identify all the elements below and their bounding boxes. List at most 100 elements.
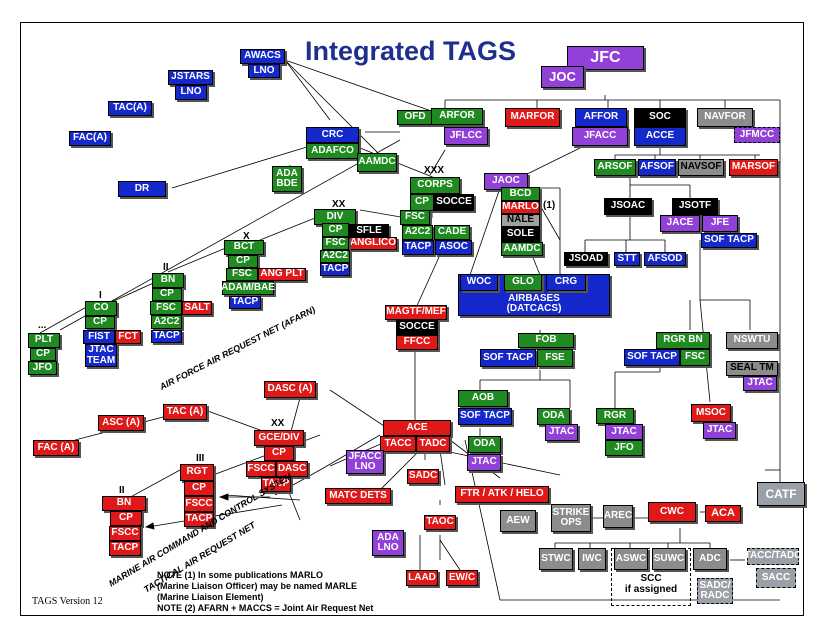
node-glo: GLO bbox=[504, 274, 542, 291]
note-line: (Marine Liaison Element) bbox=[157, 592, 264, 602]
node-dasca: DASC (A) bbox=[264, 381, 316, 398]
node-aswc: ASWC bbox=[614, 548, 648, 570]
node-jfacc: JFACC bbox=[572, 127, 628, 146]
node-anglico: ANGLICO bbox=[349, 237, 397, 250]
node-arsof: ARSOF bbox=[594, 159, 636, 176]
node-marfor: MARFOR bbox=[505, 108, 560, 127]
node-jsoad: JSOAD bbox=[564, 252, 608, 266]
node-afsod: AFSOD bbox=[644, 252, 686, 266]
node-adam-bae: ADAM/BAE bbox=[221, 281, 275, 295]
node-nale: NALE bbox=[501, 214, 540, 227]
node-ace: ACE bbox=[383, 420, 451, 436]
node-gcediv: GCE/DIV bbox=[254, 430, 304, 446]
node-msoc: MSOC bbox=[691, 404, 731, 422]
node-sfle: SFLE bbox=[349, 224, 389, 238]
node-aob: AOB bbox=[458, 390, 508, 407]
node-magtf: MAGTF/MEF bbox=[385, 305, 447, 320]
node-plt-cp: CP bbox=[30, 348, 56, 361]
node-mbn-cp: CP bbox=[110, 511, 142, 526]
node-crc: CRC bbox=[306, 127, 359, 143]
node-adafco: ADAFCO bbox=[306, 143, 359, 159]
scc-label: SCC if assigned bbox=[624, 573, 678, 595]
node-aob-softacp: SOF TACP bbox=[458, 408, 512, 425]
node-tacc: TACC bbox=[380, 436, 416, 452]
node-ada-bde: ADA BDE bbox=[272, 166, 302, 192]
node-tadc: TADC bbox=[416, 436, 450, 452]
node-dr: DR bbox=[118, 181, 166, 197]
node-gce-fscc: FSCC bbox=[246, 461, 276, 477]
node-jfo: JFO bbox=[28, 361, 57, 375]
node-oda-l-jtac: JTAC bbox=[467, 454, 501, 471]
node-navfor: NAVFOR bbox=[697, 108, 753, 127]
node-taca2: TAC (A) bbox=[163, 404, 207, 420]
node-jfacc-lno: JFACC LNO bbox=[346, 450, 384, 474]
node-affor: AFFOR bbox=[575, 108, 627, 127]
node-faca2: FAC (A) bbox=[33, 440, 79, 456]
node-bct-tacp: TACP bbox=[229, 296, 261, 309]
node-mbn-tacp: TACP bbox=[109, 541, 141, 556]
node-sadc-radc: SADC/ RADC bbox=[697, 578, 733, 604]
node-jsotf-softacp: SOF TACP bbox=[701, 233, 757, 248]
node-oda-l: ODA bbox=[468, 436, 501, 453]
node-msoc-jtac: JTAC bbox=[703, 422, 736, 439]
echelon-ii-army: II bbox=[163, 262, 169, 273]
node-rgr: RGR bbox=[596, 408, 634, 424]
node-stwc: STWC bbox=[539, 548, 573, 570]
node-bcd: BCD bbox=[501, 187, 540, 201]
node-fse: FSE bbox=[537, 349, 573, 367]
node-adc: ADC bbox=[693, 548, 727, 570]
node-co: CO bbox=[85, 301, 117, 316]
node-fob-softacp: SOF TACP bbox=[480, 349, 536, 367]
node-corps-socce: SOCCE bbox=[434, 194, 474, 211]
node-taoc: TAOC bbox=[424, 515, 456, 530]
node-sacc: SACC bbox=[756, 568, 796, 588]
node-corps-cp: CP bbox=[410, 194, 434, 211]
node-rgr-softacp: SOF TACP bbox=[624, 349, 680, 366]
node-rgt-tacp: TACP bbox=[184, 512, 214, 527]
node-strike-ops: STRIKE OPS bbox=[551, 504, 591, 532]
node-div-tacp: TACP bbox=[320, 263, 350, 276]
node-rgt-fscc: FSCC bbox=[184, 496, 214, 512]
echelon-xx-army: XX bbox=[332, 199, 346, 210]
node-div-fsc: FSC bbox=[322, 237, 349, 250]
node-iwc: IWC bbox=[578, 548, 606, 570]
node-ftr: FTR / ATK / HELO bbox=[455, 486, 549, 503]
node-cwc: CWC bbox=[648, 502, 696, 522]
echelon-dots: ... bbox=[38, 320, 47, 331]
node-ffcc: FFCC bbox=[396, 335, 438, 350]
node-laad: LAAD bbox=[406, 570, 438, 586]
node-sole: SOLE bbox=[501, 227, 540, 242]
node-awacs-lno: LNO bbox=[248, 64, 280, 78]
node-corps-tacp: TACP bbox=[402, 240, 434, 255]
node-aamdc: AAMDC bbox=[357, 153, 397, 172]
node-fist: FIST bbox=[83, 330, 115, 344]
node-corps: CORPS bbox=[410, 177, 460, 194]
node-bct-fsc: FSC bbox=[226, 268, 258, 281]
node-bn-cp: CP bbox=[152, 288, 182, 301]
node-corps-asoc: ASOC bbox=[435, 240, 472, 255]
node-fob: FOB bbox=[518, 333, 574, 348]
node-jaoc: JAOC bbox=[484, 173, 528, 190]
note-line: NOTE (2) AFARN + MACCS = Joint Air Reque… bbox=[157, 603, 374, 613]
notes-block: NOTE (1) In some publications MARLO (Mar… bbox=[157, 570, 373, 614]
node-matc: MATC DETS bbox=[325, 488, 391, 504]
scc-group bbox=[611, 548, 691, 606]
node-arec: AREC bbox=[603, 505, 633, 528]
node-faca: FAC(A) bbox=[69, 131, 111, 146]
node-rgt-cp: CP bbox=[184, 481, 214, 496]
echelon-i: I bbox=[99, 290, 102, 301]
node-jfmcc: JFMCC bbox=[734, 127, 780, 143]
diagram-title: Integrated TAGS bbox=[305, 36, 517, 66]
node-aew: AEW bbox=[500, 510, 536, 532]
node-marsof: MARSOF bbox=[729, 159, 778, 176]
node-suwc: SUWC bbox=[652, 548, 686, 570]
node-sadc: SADC bbox=[407, 469, 439, 484]
node-bct: BCT bbox=[224, 240, 264, 255]
node-rgr-jfo: JFO bbox=[605, 440, 643, 456]
node-gce-cp: CP bbox=[264, 446, 294, 461]
node-jace: JACE bbox=[660, 215, 700, 232]
node-nswtu: NSWTU bbox=[726, 332, 778, 349]
node-ewc: EW/C bbox=[446, 570, 478, 586]
note-line: NOTE (1) In some publications MARLO bbox=[157, 570, 324, 580]
